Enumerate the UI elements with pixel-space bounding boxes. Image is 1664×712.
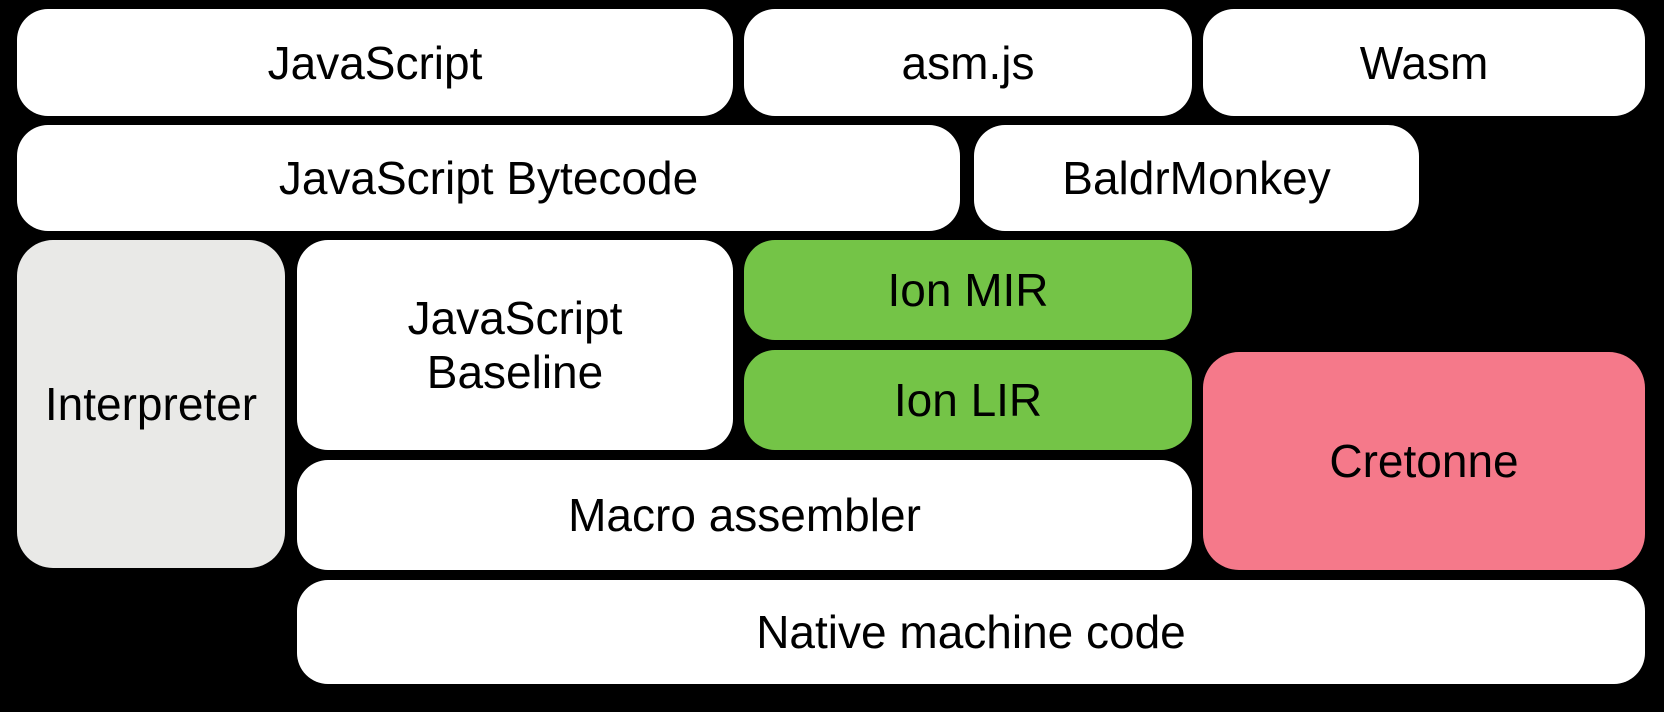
box-cretonne: Cretonne [1203,352,1645,570]
box-ion-mir: Ion MIR [744,240,1192,340]
box-javascript-baseline-label: JavaScript Baseline [408,291,623,399]
box-cretonne-label: Cretonne [1329,435,1519,487]
box-javascript-bytecode: JavaScript Bytecode [17,125,960,231]
box-javascript-baseline: JavaScript Baseline [297,240,733,450]
box-interpreter: Interpreter [17,240,285,568]
box-baldrmonkey: BaldrMonkey [974,125,1419,231]
box-ion-lir: Ion LIR [744,350,1192,450]
box-baldrmonkey-label: BaldrMonkey [1062,152,1331,204]
baseline-line-2: Baseline [426,346,604,398]
box-asmjs-label: asm.js [901,36,1035,89]
box-native-machine-code: Native machine code [297,580,1645,684]
box-javascript: JavaScript [17,9,733,116]
box-javascript-label: JavaScript [267,36,483,89]
baseline-line-1: JavaScript [407,292,623,344]
box-interpreter-label: Interpreter [44,378,258,430]
box-wasm-label: Wasm [1359,36,1489,89]
box-macro-assembler: Macro assembler [297,460,1192,570]
box-javascript-bytecode-label: JavaScript Bytecode [278,152,699,204]
box-macro-assembler-label: Macro assembler [568,489,921,541]
box-native-machine-code-label: Native machine code [756,606,1186,658]
box-ion-mir-label: Ion MIR [887,264,1049,316]
box-ion-lir-label: Ion LIR [893,374,1043,426]
box-asmjs: asm.js [744,9,1192,116]
box-wasm: Wasm [1203,9,1645,116]
